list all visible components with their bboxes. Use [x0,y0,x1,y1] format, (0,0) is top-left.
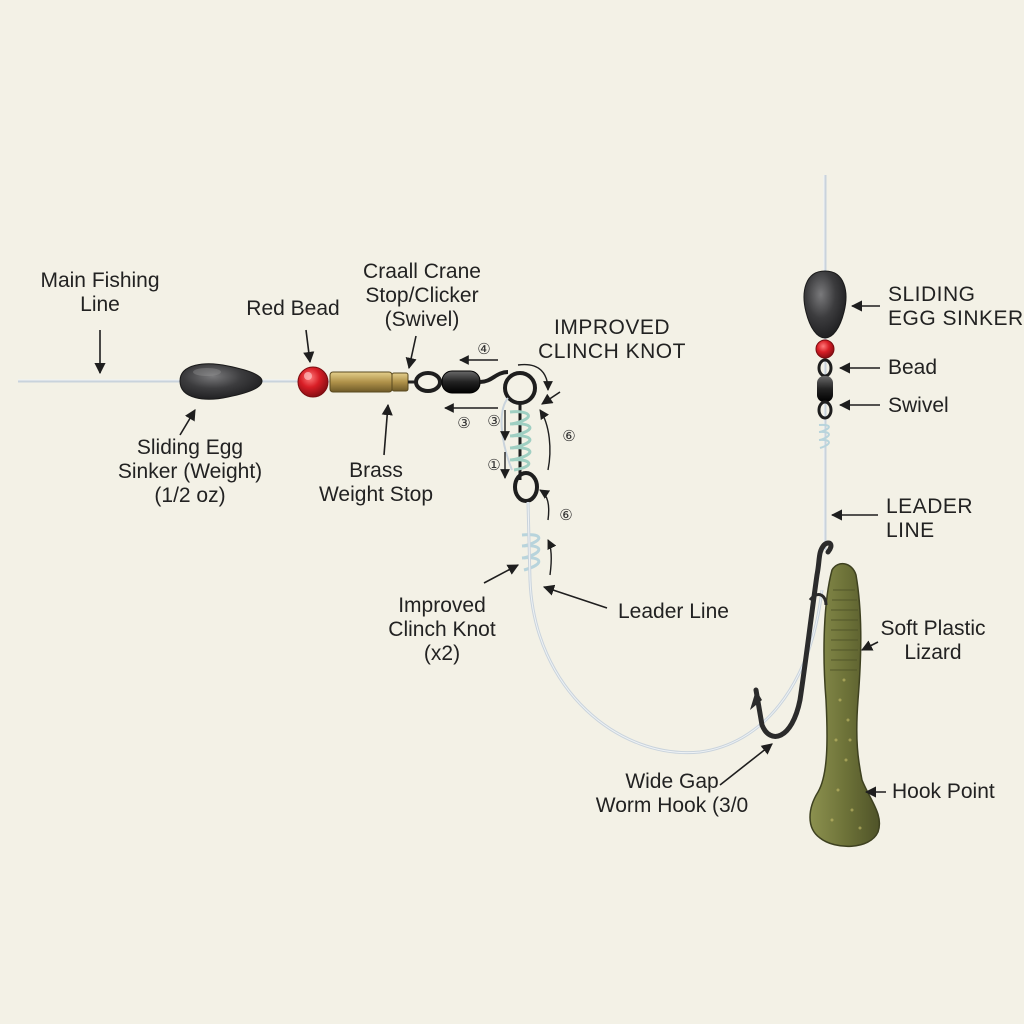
swivel-label: Swivel [888,394,949,417]
improved-clinch-knot-top [500,371,539,503]
step-4-marker: ④ [477,340,491,358]
swivel-right [817,358,833,449]
egg-sinker-left [179,363,263,400]
hook-point-label: Hook Point [892,780,995,803]
step-6-marker-b: ⑥ [559,506,573,524]
red-bead-left [297,366,329,398]
egg-sinker-right [803,270,847,339]
crane-swivel [408,370,509,394]
knot-step-arrows [444,355,557,576]
pointer-arrows [94,300,886,798]
red-bead-label: Red Bead [246,297,340,320]
leader-line-curve [526,501,824,755]
leader-line-mid-label: Leader Line [618,600,729,623]
brass-weight-stop [329,371,409,393]
bead-label: Bead [888,356,938,379]
right-main-line [823,175,827,550]
main-fishing-line [18,379,335,383]
step-6-marker-a: ⑥ [562,427,576,445]
wide-gap-worm-hook [750,540,834,739]
red-bead-right [815,339,835,359]
soft-plastic-lizard [808,563,881,848]
step-3-marker-a: ③ [457,414,471,432]
step-1-marker: ① [487,456,501,474]
step-3-marker-b: ③ [487,412,501,430]
